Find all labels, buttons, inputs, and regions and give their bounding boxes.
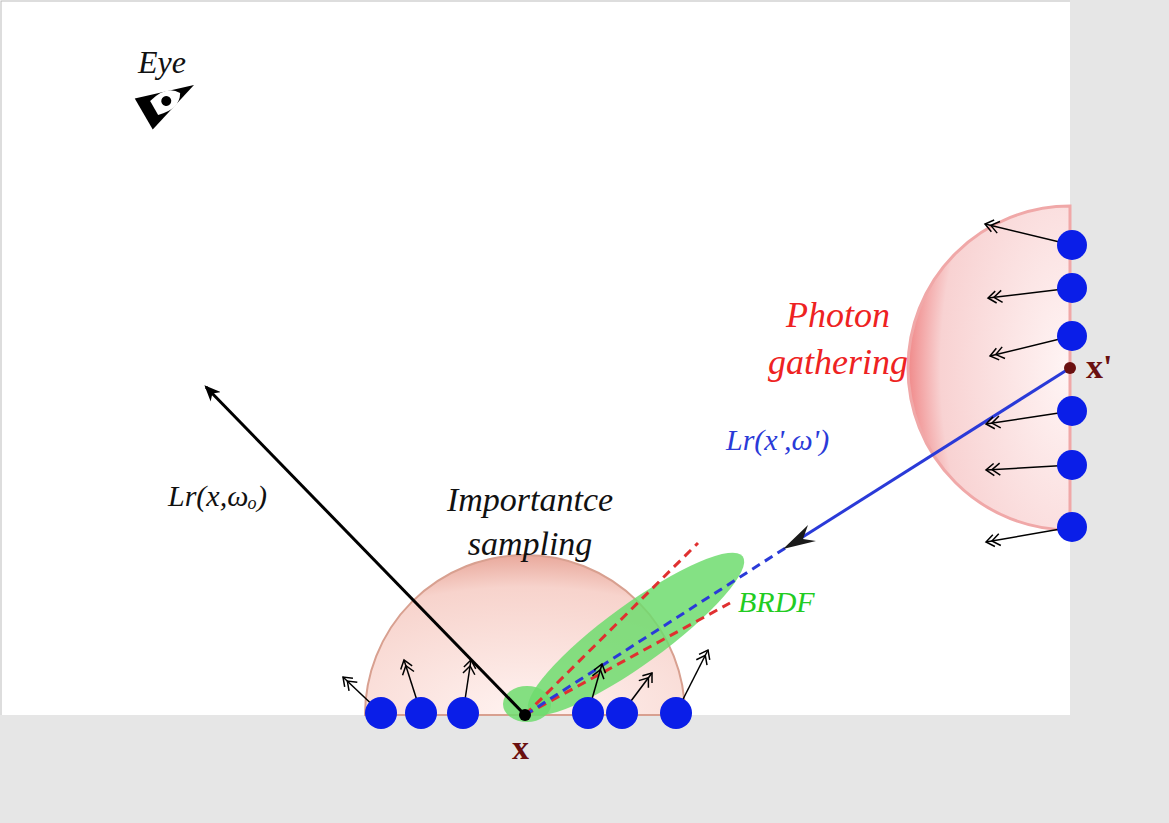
incoming-ray [790,368,1070,545]
ray-arrowhead [783,525,816,549]
radiance-label: Lr(x,ωₒ) [168,476,338,515]
eye-label: Eye [138,42,238,84]
wall-hemisphere [908,206,1070,530]
point-label: x' [1086,345,1146,389]
sample-directions [525,543,730,715]
point-x-prime [1064,362,1076,374]
radiance-label: Lr(x',ω') [726,420,896,459]
region-label: Photon gathering [748,292,928,386]
method-label: Importantce sampling [400,478,660,566]
point-label: x [512,726,552,770]
point-x [519,709,531,721]
floor [0,715,1169,823]
photons [365,230,1087,729]
photon-paths [343,224,1072,713]
brdf-label: BRDF [738,582,848,621]
incoming-ray-dashed [525,545,790,715]
